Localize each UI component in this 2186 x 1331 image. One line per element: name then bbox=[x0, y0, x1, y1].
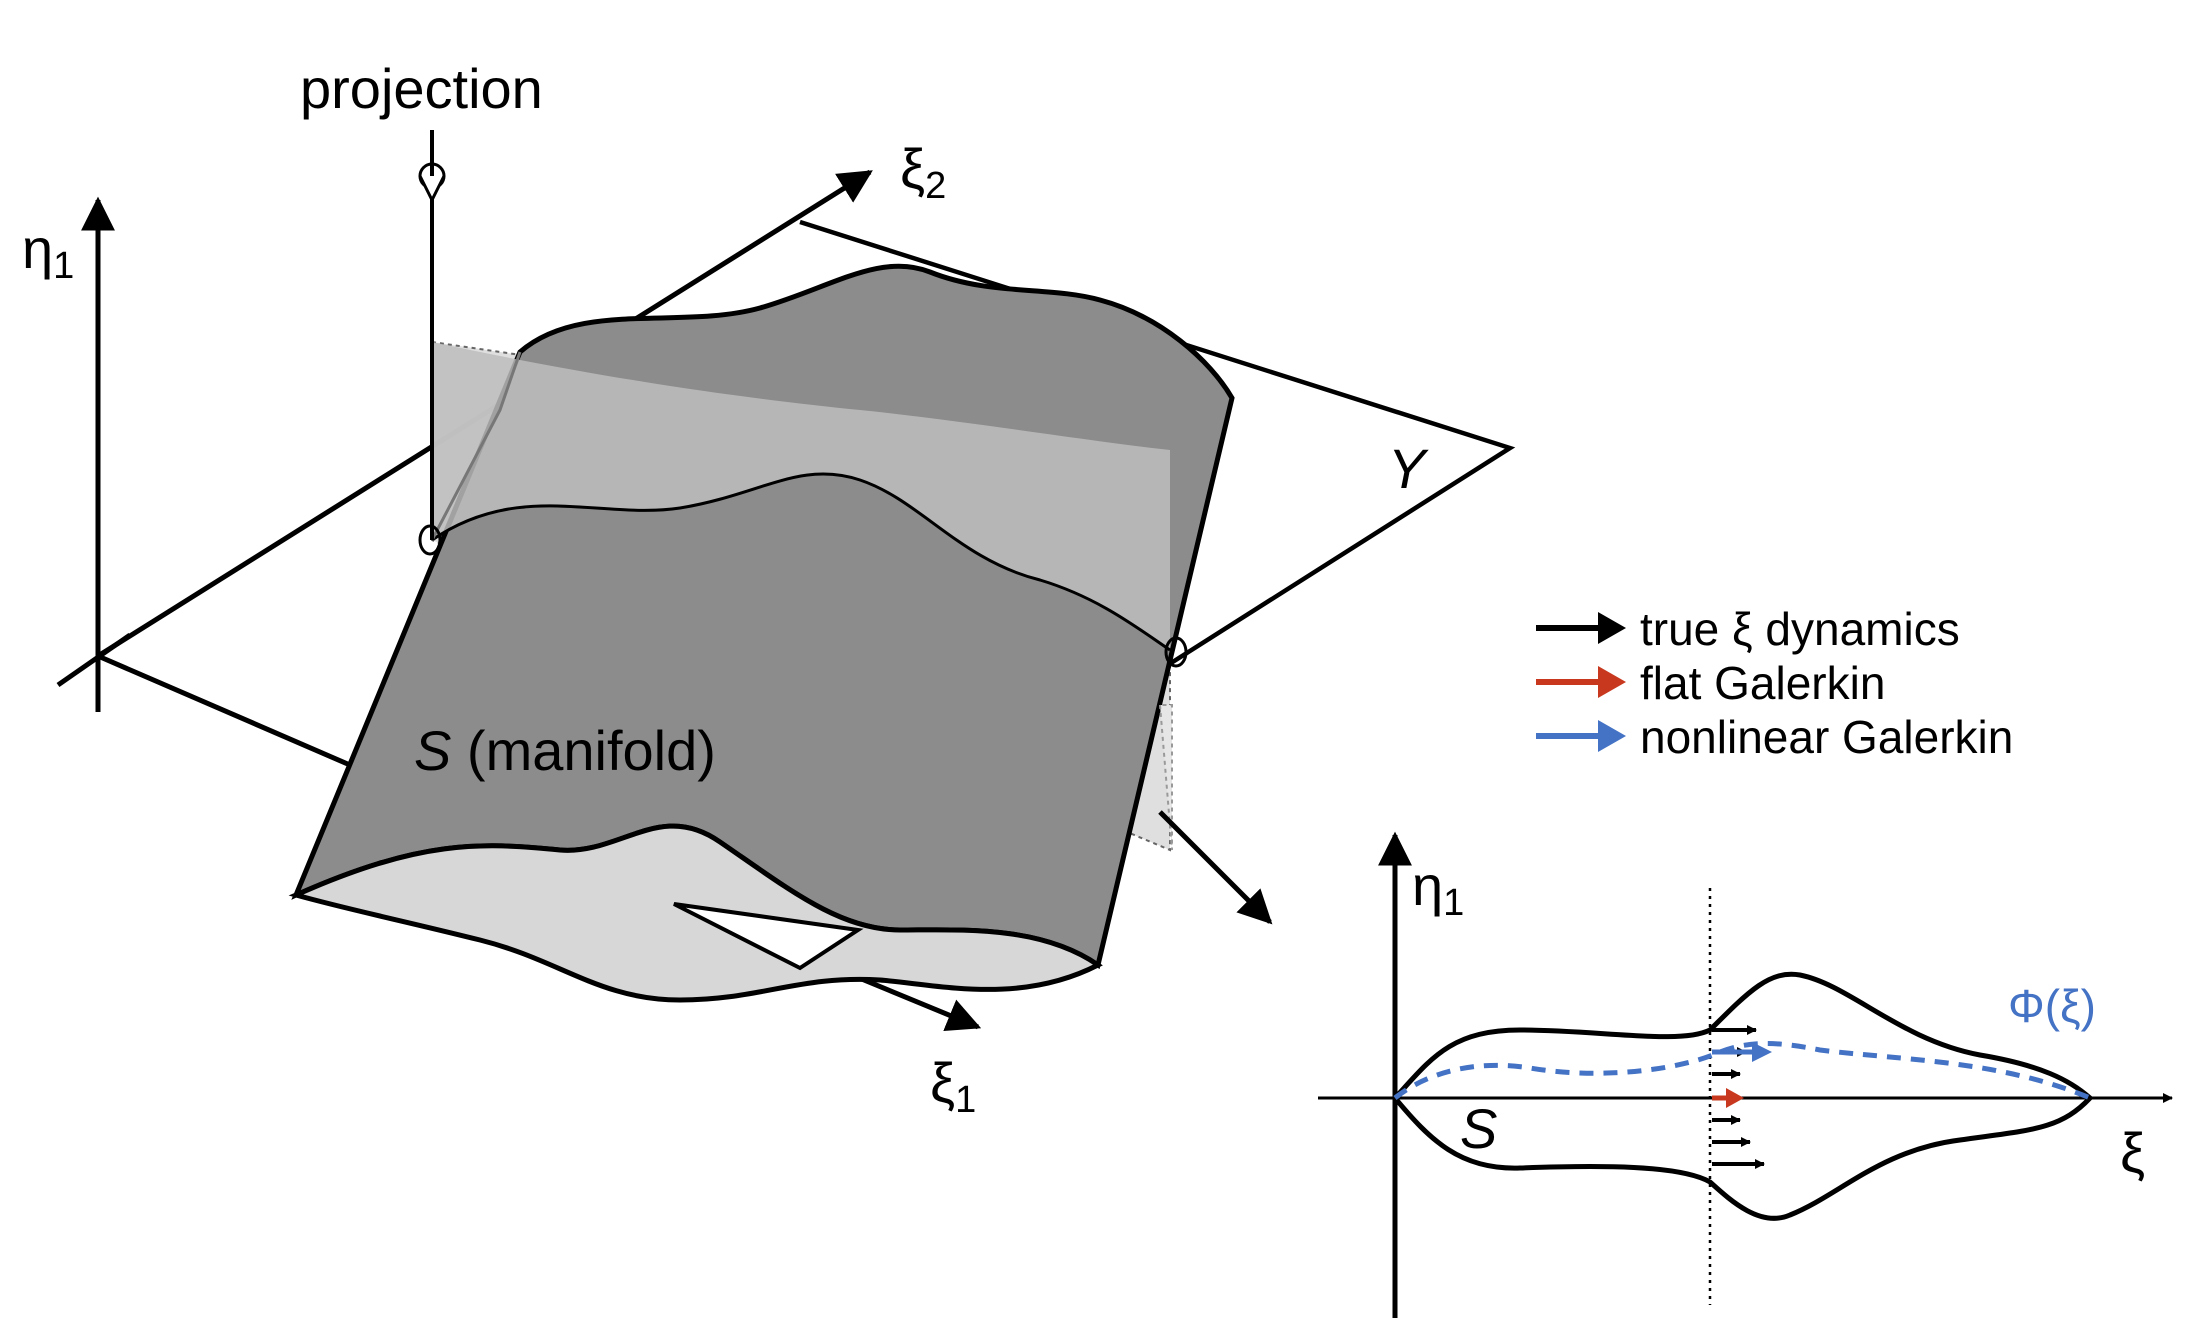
plane-front-flap bbox=[1158, 704, 1173, 851]
legend-item-nonlinear: nonlinear Galerkin bbox=[1536, 711, 2013, 763]
plane-y-label: Y bbox=[1388, 437, 1429, 500]
xi1-main-label: ξ1 bbox=[930, 1051, 976, 1121]
normal-arrow bbox=[1158, 810, 1273, 925]
xi2-main-label: ξ2 bbox=[900, 137, 946, 207]
manifold-projected-band bbox=[432, 342, 1170, 650]
inset-eta1-label: η1 bbox=[1412, 854, 1464, 924]
manifold-label: S (manifold) bbox=[414, 719, 716, 782]
projection-label: projection bbox=[300, 57, 543, 120]
contact-oval-left bbox=[418, 524, 442, 556]
inset-figure: η1 ξ S Φ(ξ) bbox=[1318, 831, 2173, 1318]
inset-phi-curve bbox=[1393, 1041, 2091, 1101]
inset-manifold-shape bbox=[1391, 971, 2094, 1221]
legend-arrow-flat-icon bbox=[1598, 666, 1626, 698]
triangle-cutout bbox=[673, 902, 864, 971]
legend: true ξ dynamics flat Galerkin nonlinear … bbox=[1536, 603, 2013, 763]
legend-item-true: true ξ dynamics bbox=[1536, 603, 1960, 655]
inset-xi-label: ξ bbox=[2120, 1121, 2145, 1184]
xi1-axis bbox=[97, 653, 351, 768]
contact-oval-right bbox=[1164, 636, 1188, 668]
legend-item-flat: flat Galerkin bbox=[1536, 657, 1885, 709]
inset-s-label: S bbox=[1460, 1097, 1497, 1160]
inset-phi-label: Φ(ξ) bbox=[2008, 980, 2096, 1032]
inset-nonlinear-arrowhead-icon bbox=[1752, 1042, 1772, 1062]
main-figure: projection η1 ξ2 ξ1 Y S (manifold) bbox=[22, 57, 1516, 1121]
intersection-curve bbox=[431, 472, 1171, 652]
projected-curve bbox=[430, 351, 522, 541]
legend-arrow-nonlinear-icon bbox=[1598, 720, 1626, 752]
svg-text:true ξ dynamics: true ξ dynamics bbox=[1640, 603, 1960, 655]
projection-marker-icon bbox=[418, 162, 446, 204]
svg-text:flat Galerkin: flat Galerkin bbox=[1640, 657, 1885, 709]
eta1-main-label: η1 bbox=[22, 217, 74, 287]
legend-arrow-true-icon bbox=[1598, 612, 1626, 644]
svg-text:nonlinear Galerkin: nonlinear Galerkin bbox=[1640, 711, 2013, 763]
inset-flat-arrowhead-icon bbox=[1726, 1088, 1744, 1108]
